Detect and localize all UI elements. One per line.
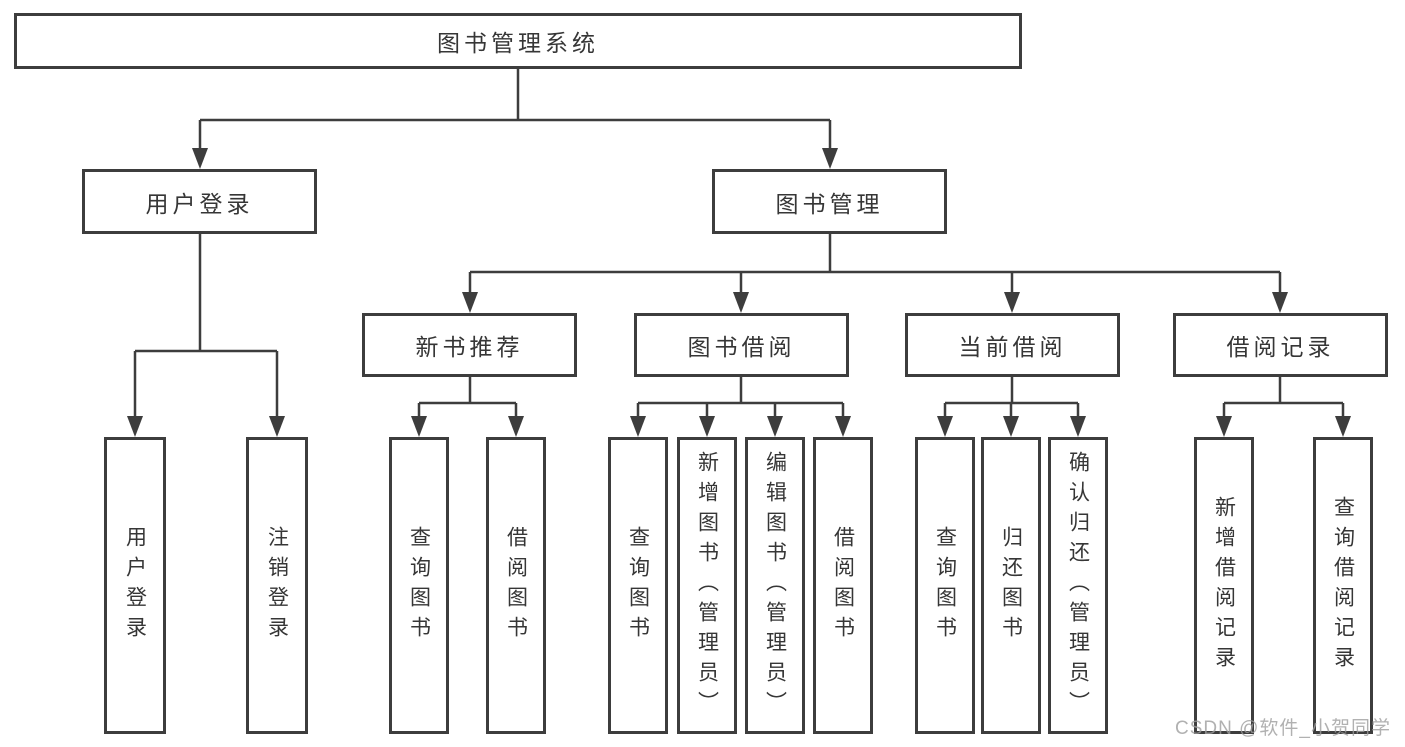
arrow-icon <box>192 148 208 169</box>
connector-current-to-leaves <box>943 377 1080 420</box>
arrow-icon <box>1070 416 1086 437</box>
arrow-icon <box>127 416 143 437</box>
node-new-book-recommend: 新书推荐 <box>362 313 577 377</box>
leaf-logout: 注销登录 <box>246 437 308 734</box>
arrow-icon <box>508 416 524 437</box>
leaf-query-books-recommend: 查询图书 <box>389 437 449 734</box>
arrow-icon <box>1272 292 1288 313</box>
arrow-icon <box>937 416 953 437</box>
node-current-borrowing: 当前借阅 <box>905 313 1120 377</box>
connector-userlogin-to-leaves <box>133 234 279 419</box>
arrow-icon <box>835 416 851 437</box>
connector-borrowing-to-leaves <box>636 377 845 420</box>
leaf-borrow-books-borrowing: 借阅图书 <box>813 437 873 734</box>
leaf-add-books-admin: 新增图书（管理员） <box>677 437 737 734</box>
connector-recommend-to-leaves <box>417 377 518 420</box>
arrow-icon <box>462 292 478 313</box>
leaf-user-login: 用户登录 <box>104 437 166 734</box>
arrow-icon <box>1003 416 1019 437</box>
arrow-icon <box>1004 292 1020 313</box>
node-book-borrowing: 图书借阅 <box>634 313 849 377</box>
csdn-watermark: CSDN @软件_小贺同学 <box>1175 718 1391 739</box>
leaf-query-borrow-record: 查询借阅记录 <box>1313 437 1373 734</box>
node-borrowing-records: 借阅记录 <box>1173 313 1388 377</box>
arrow-icon <box>822 148 838 169</box>
leaf-add-borrow-record: 新增借阅记录 <box>1194 437 1254 734</box>
arrow-icon <box>411 416 427 437</box>
arrow-icon <box>1216 416 1232 437</box>
arrow-icon <box>269 416 285 437</box>
leaf-return-books: 归还图书 <box>981 437 1041 734</box>
node-user-login-group: 用户登录 <box>82 169 317 234</box>
connector-bookmgmt-to-level3 <box>468 234 1282 296</box>
connector-records-to-leaves <box>1222 377 1345 420</box>
leaf-confirm-return-admin: 确认归还（管理员） <box>1048 437 1108 734</box>
connector-root-to-level2 <box>198 69 832 152</box>
node-book-management: 图书管理 <box>712 169 947 234</box>
leaf-query-books-borrowing: 查询图书 <box>608 437 668 734</box>
arrow-icon <box>733 292 749 313</box>
leaf-edit-books-admin: 编辑图书（管理员） <box>745 437 805 734</box>
arrow-icon <box>767 416 783 437</box>
node-root-system: 图书管理系统 <box>14 13 1022 69</box>
arrow-icon <box>630 416 646 437</box>
leaf-borrow-books-recommend: 借阅图书 <box>486 437 546 734</box>
arrow-icon <box>1335 416 1351 437</box>
arrow-icon <box>699 416 715 437</box>
leaf-query-books-current: 查询图书 <box>915 437 975 734</box>
